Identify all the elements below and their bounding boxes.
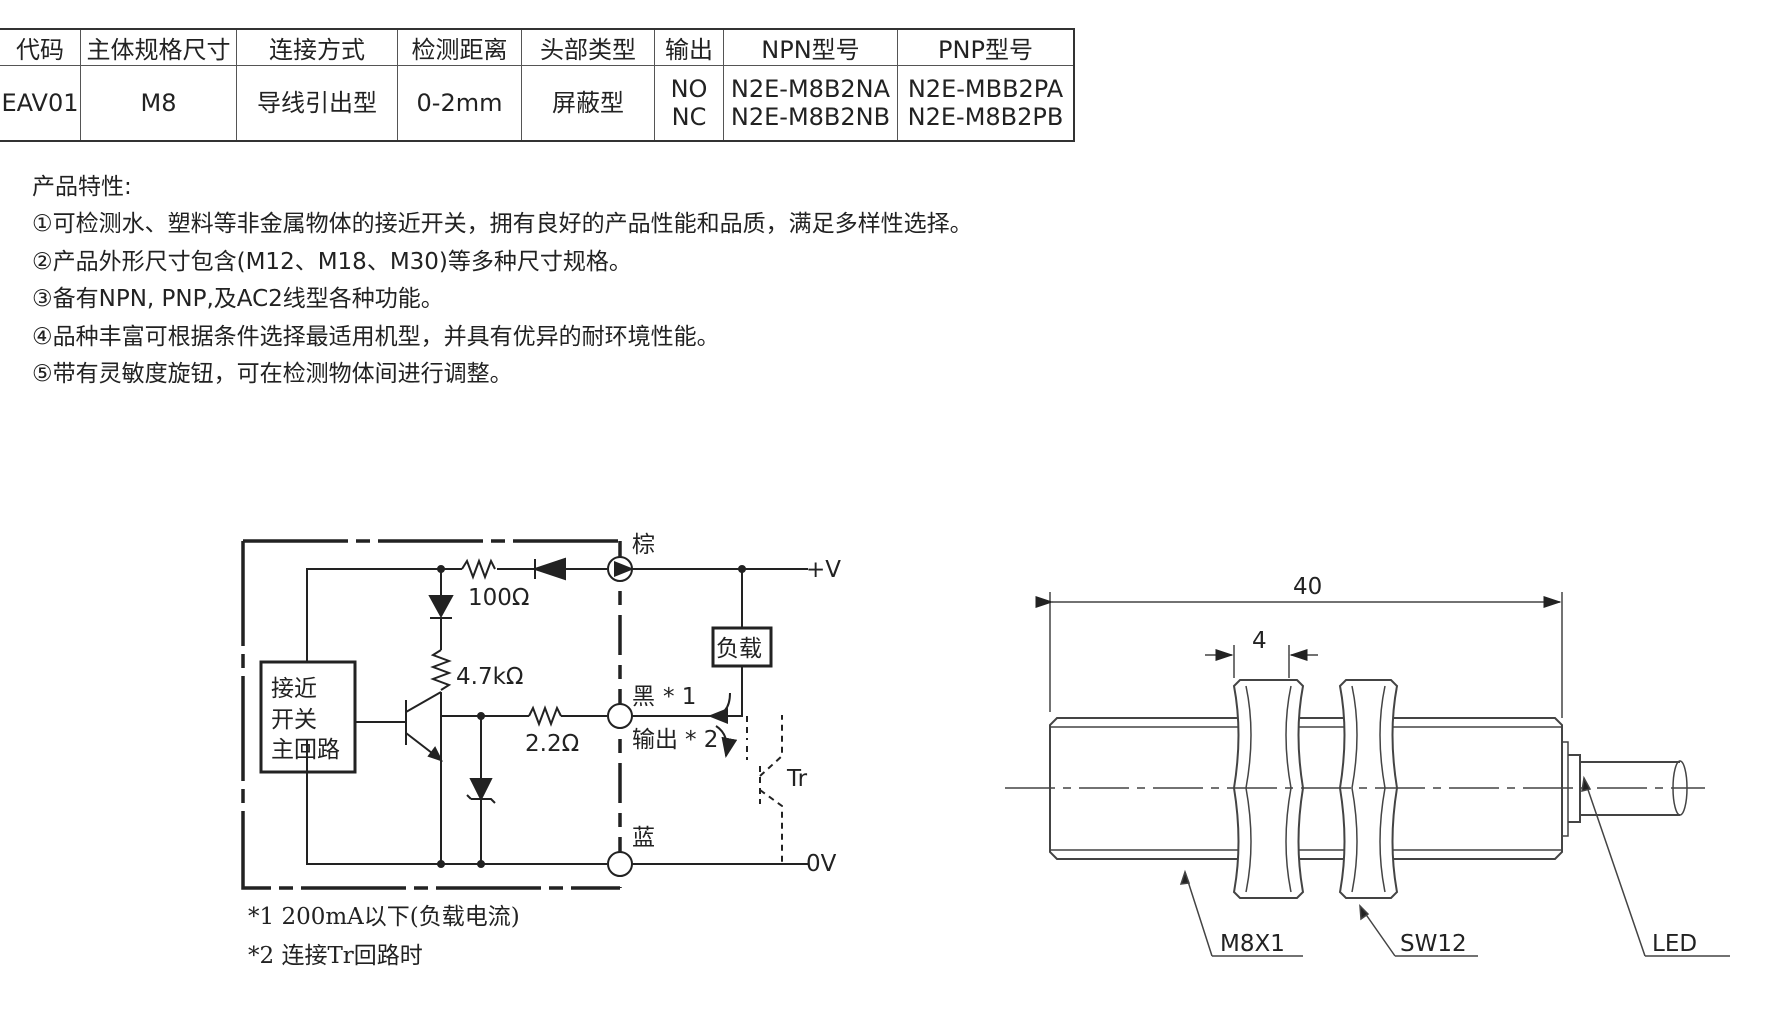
label-0v: 0V (806, 851, 837, 877)
header-npn: NPN型号 (723, 28, 898, 66)
main-circuit-label-3: 主回路 (271, 737, 340, 763)
pnp-model-a: N2E-MBB2PA (907, 75, 1064, 103)
load-label: 负载 (716, 636, 762, 662)
cell-npn: N2E-M8B2NA N2E-M8B2NB (723, 65, 898, 142)
resistor-100 (461, 558, 496, 580)
footnote-2: *2 连接Tr回路时 (248, 943, 423, 969)
sensor-body (1049, 717, 1563, 860)
zener (469, 716, 493, 802)
feature-item: ⑤带有灵敏度旋钮，可在检测物体间进行调整。 (32, 361, 513, 387)
wire-bottom (306, 740, 607, 865)
header-output: 输出 (654, 28, 724, 66)
footnote-1: *1 200mA以下(负载电流) (248, 904, 520, 930)
enclosure-border (241, 539, 620, 890)
label-tr: Tr (786, 766, 808, 792)
label-star1: * 1 (663, 684, 696, 710)
wrench-label: SW12 (1400, 931, 1467, 957)
table-row: EAV01 M8 导线引出型 0-2mm 屏蔽型 NO NC N2E-M8B2N… (0, 65, 1075, 142)
current-arrow-2 (715, 725, 738, 758)
cell-size: M8 (80, 65, 237, 142)
npn-model-a: N2E-M8B2NA (730, 75, 891, 103)
resistor-2r2-label: 2.2Ω (525, 731, 579, 757)
cell-code: EAV01 (0, 65, 81, 142)
features-title: 产品特性: (32, 174, 132, 200)
feature-list: 产品特性: ①可检测水、塑料等非金属物体的接近开关，拥有良好的产品性能和品质，满… (32, 168, 973, 394)
label-blue: 蓝 (632, 825, 655, 851)
transistor (356, 691, 442, 864)
dim-4-label: 4 (1252, 628, 1267, 654)
diode-branch (428, 595, 454, 619)
cell-head-type: 屏蔽型 (521, 65, 655, 142)
label-black: 黑 (632, 684, 655, 710)
header-distance: 检测距离 (397, 28, 522, 66)
npn-model-b: N2E-M8B2NB (730, 103, 891, 131)
feature-item: ②产品外形尺寸包含(M12、M18、M30)等多种尺寸规格。 (32, 248, 632, 275)
header-connection: 连接方式 (236, 28, 398, 66)
cell-connection: 导线引出型 (236, 65, 398, 142)
led-label: LED (1652, 931, 1697, 957)
label-brown: 棕 (632, 532, 655, 558)
label-vplus: +V (806, 557, 841, 583)
resistor-2r2 (528, 705, 562, 727)
output-no: NO (670, 75, 708, 103)
load-box (711, 626, 773, 668)
nut-2 (1338, 679, 1399, 899)
transistor-tr (746, 715, 783, 864)
leader-thread (1184, 871, 1303, 957)
label-output: 输出 (632, 727, 678, 753)
feature-item: ①可检测水、塑料等非金属物体的接近开关，拥有良好的产品性能和品质，满足多样性选择… (32, 211, 973, 237)
cell-distance: 0-2mm (397, 65, 522, 142)
resistor-4k7-label: 4.7kΩ (456, 664, 523, 690)
main-circuit-label-1: 接近 (271, 676, 317, 702)
header-pnp: PNP型号 (897, 28, 1075, 66)
feature-item: ④品种丰富可根据条件选择最适用机型，并具有优异的耐环境性能。 (32, 323, 720, 350)
table-header-row: 代码 主体规格尺寸 连接方式 检测距离 头部类型 输出 NPN型号 PNP型号 (0, 28, 1075, 66)
pnp-model-b: N2E-M8B2PB (907, 103, 1064, 131)
wire-top (306, 568, 607, 662)
main-circuit-box (259, 660, 357, 774)
main-circuit-label-2: 开关 (271, 707, 317, 733)
cell-pnp: N2E-MBB2PA N2E-M8B2PB (897, 65, 1075, 142)
feature-item: ③备有NPN, PNP,及AC2线型各种功能。 (32, 286, 444, 312)
header-code: 代码 (0, 28, 81, 66)
label-star2: * 2 (685, 727, 718, 753)
dim-40-label: 40 (1293, 574, 1322, 600)
output-nc: NC (671, 103, 707, 131)
nut-1 (1232, 679, 1305, 899)
leader-led (1583, 777, 1730, 957)
resistor-100-label: 100Ω (468, 585, 529, 611)
resistor-4k7 (430, 649, 452, 691)
spec-table: 代码 主体规格尺寸 连接方式 检测距离 头部类型 输出 NPN型号 PNP型号 … (0, 28, 1075, 142)
thread-label: M8X1 (1220, 931, 1285, 957)
current-arrow-1 (708, 692, 731, 724)
